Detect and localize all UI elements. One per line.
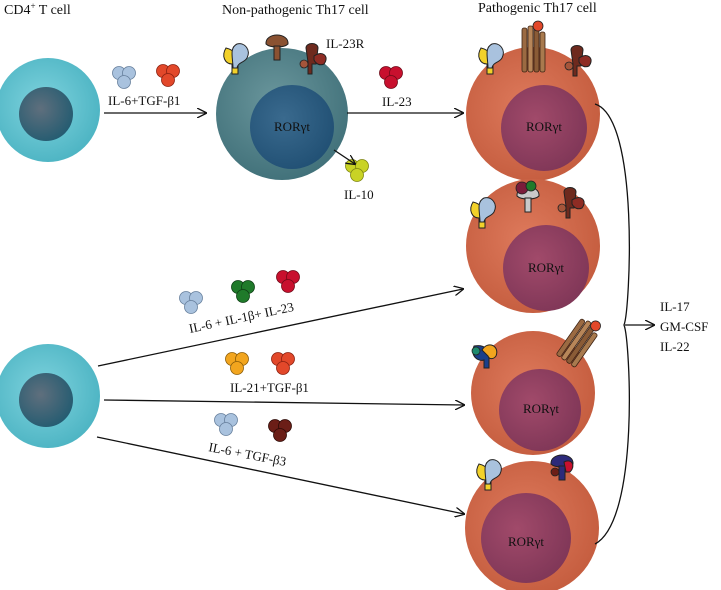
pathogenic-th17-cell-3: RORγt (471, 312, 605, 455)
arrow-np-to-il10 (333, 149, 355, 164)
cd4-t-cell-top (0, 58, 100, 162)
il21-receptor-icon (471, 344, 498, 369)
pathogenic-th17-cell-2: RORγt (466, 179, 600, 313)
il23-cytokine-icon (276, 270, 300, 293)
non-pathogenic-header: Non-pathogenic Th17 cell (222, 3, 369, 18)
il10-cytokine-icon (345, 159, 369, 182)
output-il17: IL-17 (660, 299, 690, 314)
il10-label: IL-10 (344, 187, 374, 202)
il6-cytokine-icon (179, 291, 203, 314)
il6-tgfb1-label: IL-6+TGF-β1 (108, 93, 180, 108)
ror-label-p1: RORγt (526, 119, 562, 134)
output-il22: IL-22 (660, 339, 690, 354)
ror-label-p3: RORγt (523, 401, 559, 416)
ror-label-p4: RORγt (508, 534, 544, 549)
pathogenic-th17-cell-1: RORγt (466, 20, 600, 181)
il1b-cytokine-icon (231, 280, 255, 303)
output-bracket (594, 103, 630, 545)
il6-tgfb3-label: IL-6 + TGF-β3 (207, 439, 287, 469)
il21-cytokine-icon (225, 352, 249, 375)
il1r-receptor-icon (515, 180, 540, 213)
tgfb3-cytokine-icon (268, 419, 292, 442)
tgfb3-receptor-icon (550, 454, 574, 481)
il23-label: IL-23 (382, 94, 412, 109)
non-pathogenic-th17-cell: RORγt (216, 34, 348, 180)
pathogenic-th17-cell-4: RORγt (465, 454, 599, 590)
arrow-cd4-to-p3 (103, 399, 464, 405)
cd4-t-cell-bottom (0, 344, 100, 448)
il6-cytokine-icon (214, 413, 238, 436)
il23r-label: IL-23R (326, 36, 365, 51)
arrow-cd4-to-p2 (97, 289, 463, 367)
ror-label-p2: RORγt (528, 260, 564, 275)
tgfb1-cytokine-icon (271, 352, 295, 375)
il6-il1b-il23-label: IL-6 + IL-1β+ IL-23 (188, 299, 296, 336)
cd4-t-cell-header: CD4+ T cell (4, 1, 71, 18)
il23-cytokine-icon (379, 66, 403, 89)
output-gm-csf: GM-CSF (660, 319, 708, 334)
il6-cytokine-icon (112, 66, 136, 89)
ror-label-np: RORγt (274, 119, 310, 134)
pathogenic-header: Pathogenic Th17 cell (478, 1, 597, 16)
il21-tgfb1-label: IL-21+TGF-β1 (230, 380, 309, 395)
arrow-cd4-to-p4 (96, 436, 464, 514)
tgfb1-cytokine-icon (156, 64, 180, 87)
